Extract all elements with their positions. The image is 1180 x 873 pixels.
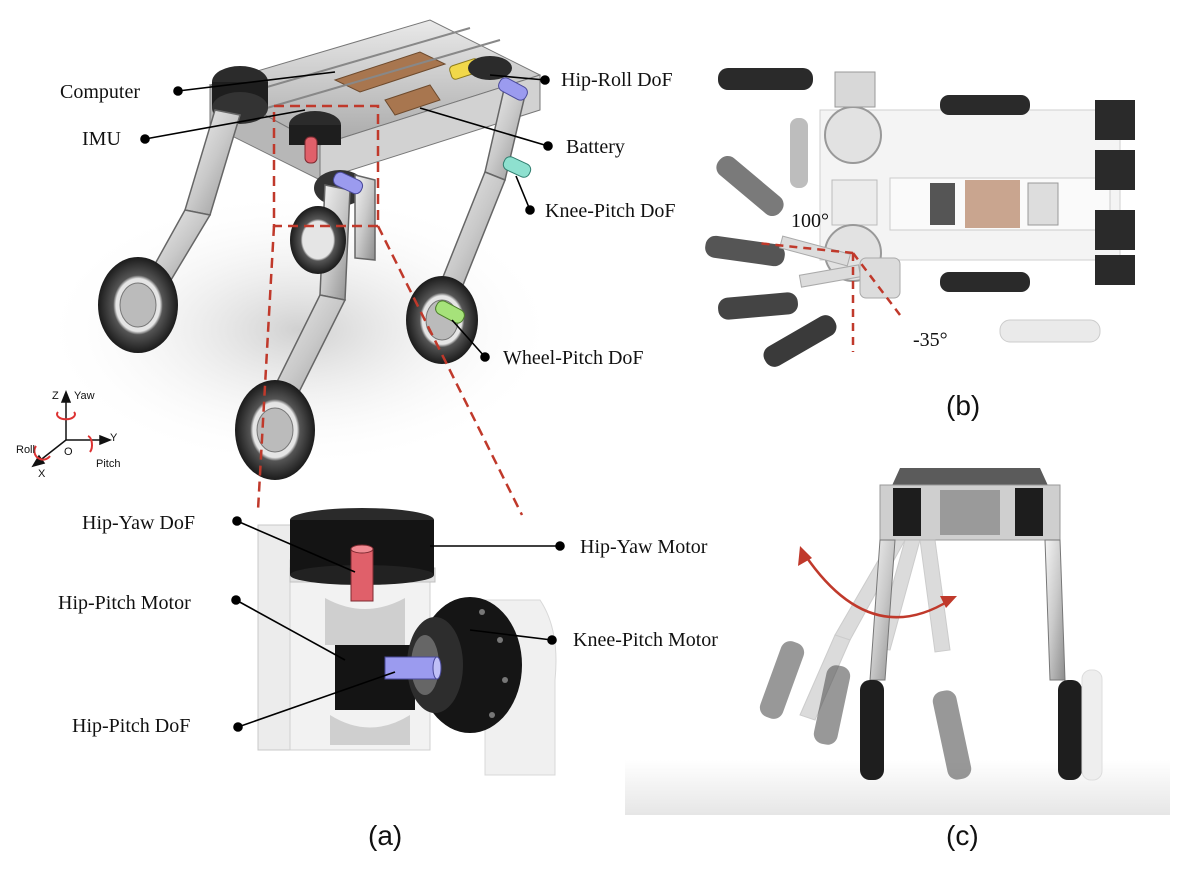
axis-yaw-label: Yaw [74,390,95,402]
knee-pitch-motor-label: Knee-Pitch Motor [573,629,718,651]
angle-max-label: 100° [791,210,829,232]
angle-min-label: -35° [913,329,948,351]
hip-roll-dof-marker [498,77,528,101]
wheel-pitch-label: Wheel-Pitch DoF [503,347,644,369]
knee-pitch-dof-marker [502,156,532,178]
robot-wheels [98,206,478,480]
robot-body [208,19,542,181]
panel-c-caption: (c) [946,820,979,851]
knee-pitch-dof-label: Knee-Pitch DoF [545,200,676,222]
imu-dof-marker [304,136,318,164]
battery-label: Battery [566,136,625,158]
panel-b-caption: (b) [946,390,981,421]
hip-yaw-motor-label: Hip-Yaw Motor [580,536,708,558]
wheel-pitch-dof-marker [435,300,465,324]
computer-label: Computer [60,81,140,103]
hip-pitch-dof-label: Hip-Pitch DoF [72,715,191,737]
axis-roll-label: Roll [16,444,35,456]
hip-pitch-motor-label: Hip-Pitch Motor [58,592,191,614]
axis-x-label: X [38,468,46,480]
main-leader-lines [140,71,553,362]
hip-pitch-dof-marker-main [332,171,364,195]
swing-arrow [803,554,951,619]
panel-a-caption: (a) [368,820,403,851]
axis-pitch-label: Pitch [96,458,121,470]
hip-roll-label: Hip-Roll DoF [561,69,673,91]
zoom-dashed-box [256,104,524,516]
axis-z-label: Z [52,390,59,402]
axis-y-label: Y [110,432,118,444]
hip-yaw-dof-label: Hip-Yaw DoF [82,512,195,534]
imu-label: IMU [82,128,121,150]
axis-o-label: O [64,446,73,458]
coordinate-frame [31,389,113,468]
